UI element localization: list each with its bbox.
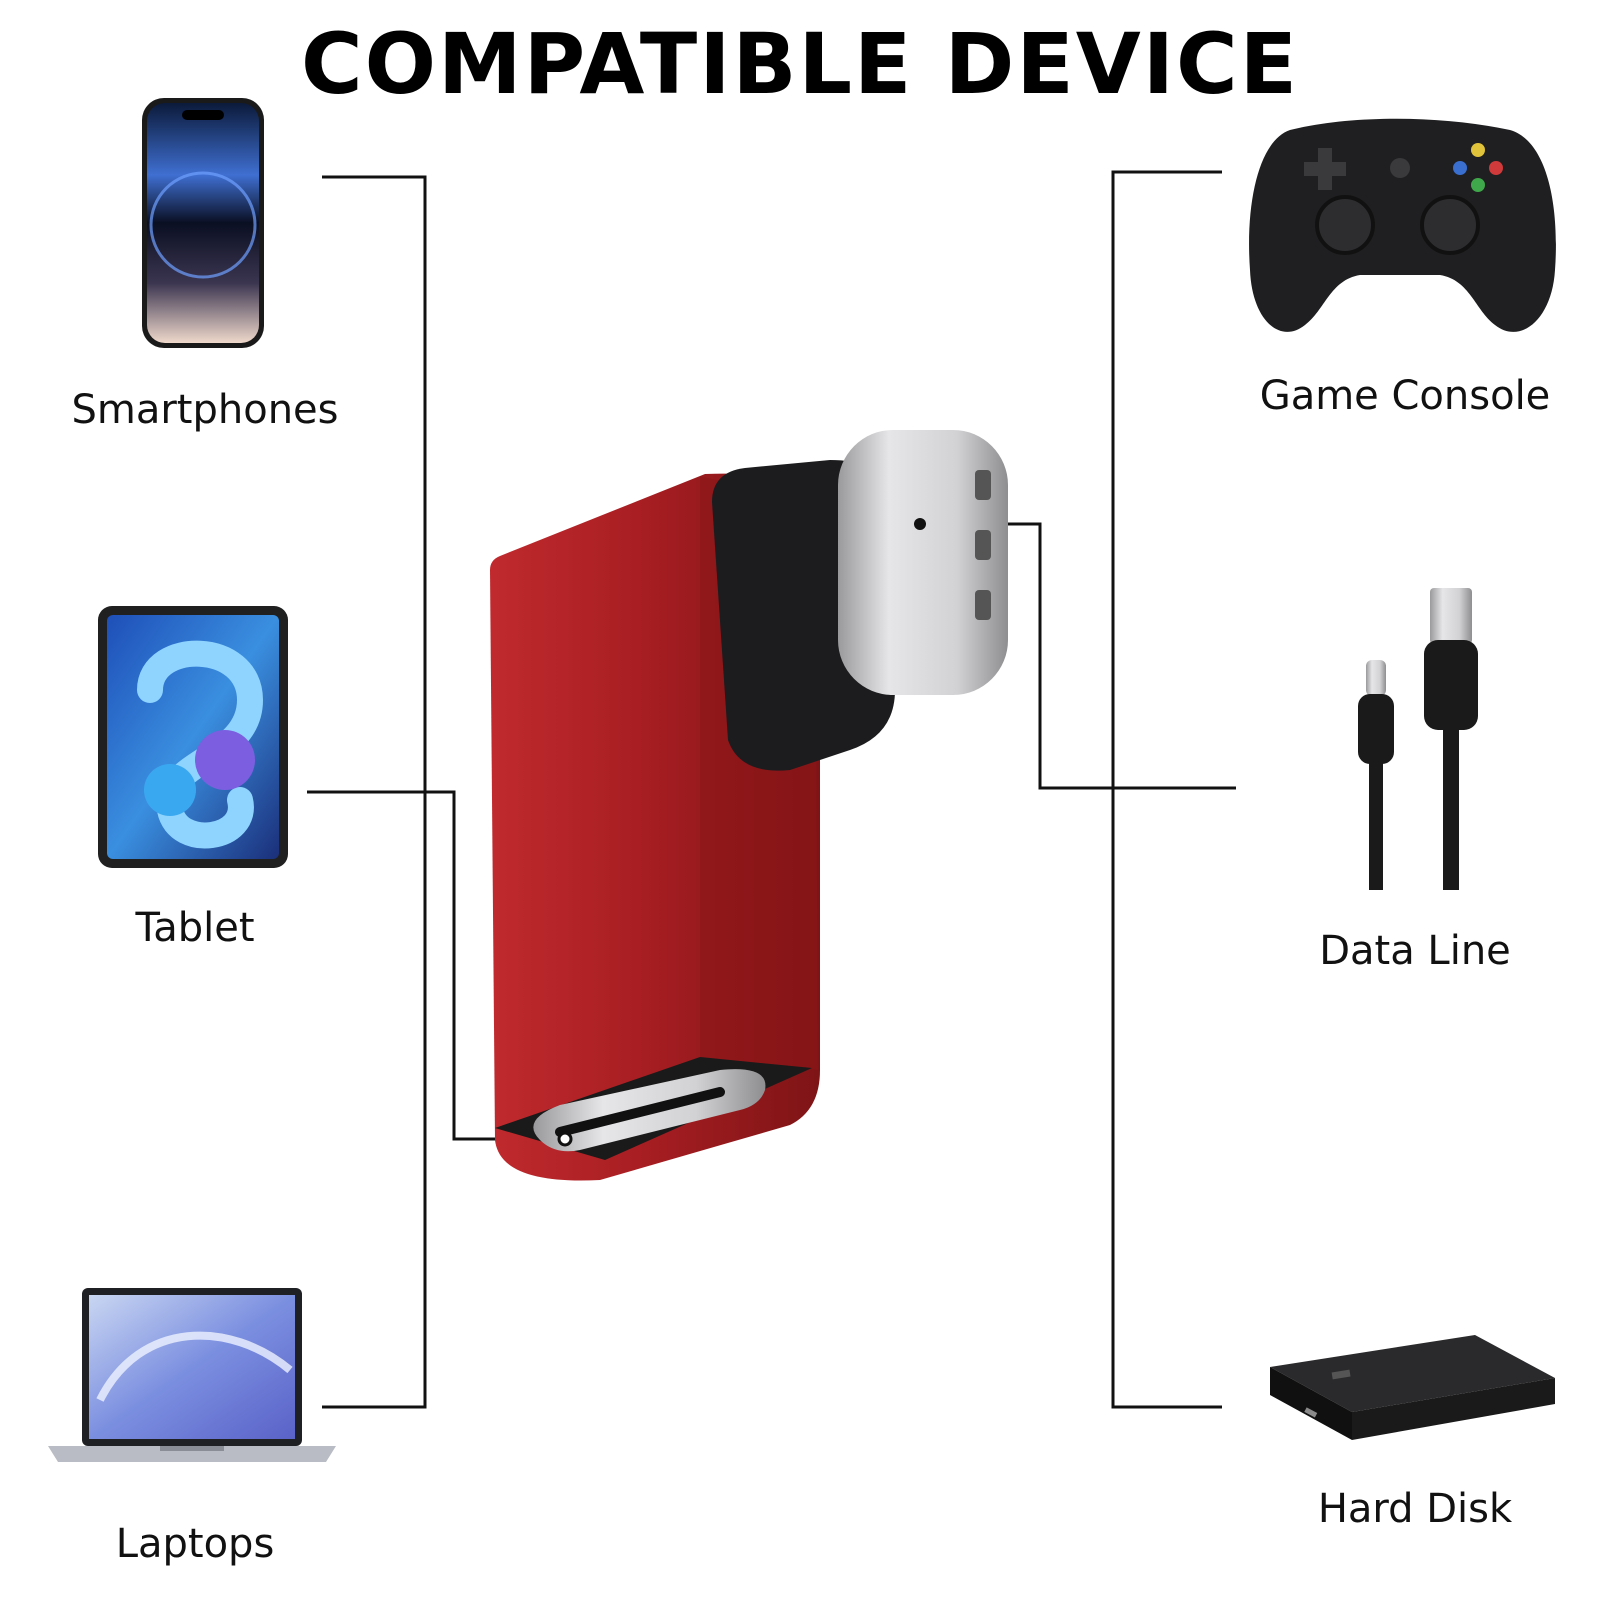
usb-c-right-angle-adapter-icon xyxy=(490,430,1008,1181)
game-controller-icon xyxy=(1249,118,1556,332)
device-label-laptops: Laptops xyxy=(115,1521,275,1567)
hard-disk-icon xyxy=(1270,1335,1555,1440)
device-label-tablet: Tablet xyxy=(135,905,255,951)
device-label-game-console: Game Console xyxy=(1259,373,1551,419)
device-label-hard-disk: Hard Disk xyxy=(1317,1486,1513,1532)
device-label-smartphones: Smartphones xyxy=(71,387,339,433)
page-title: COMPATIBLE DEVICE xyxy=(300,15,1300,113)
device-label-data-line: Data Line xyxy=(1319,928,1511,974)
laptop-icon xyxy=(48,1288,336,1462)
usb-cable-icon xyxy=(1358,588,1478,890)
tablet-icon xyxy=(98,606,288,868)
smartphone-icon xyxy=(142,98,264,348)
